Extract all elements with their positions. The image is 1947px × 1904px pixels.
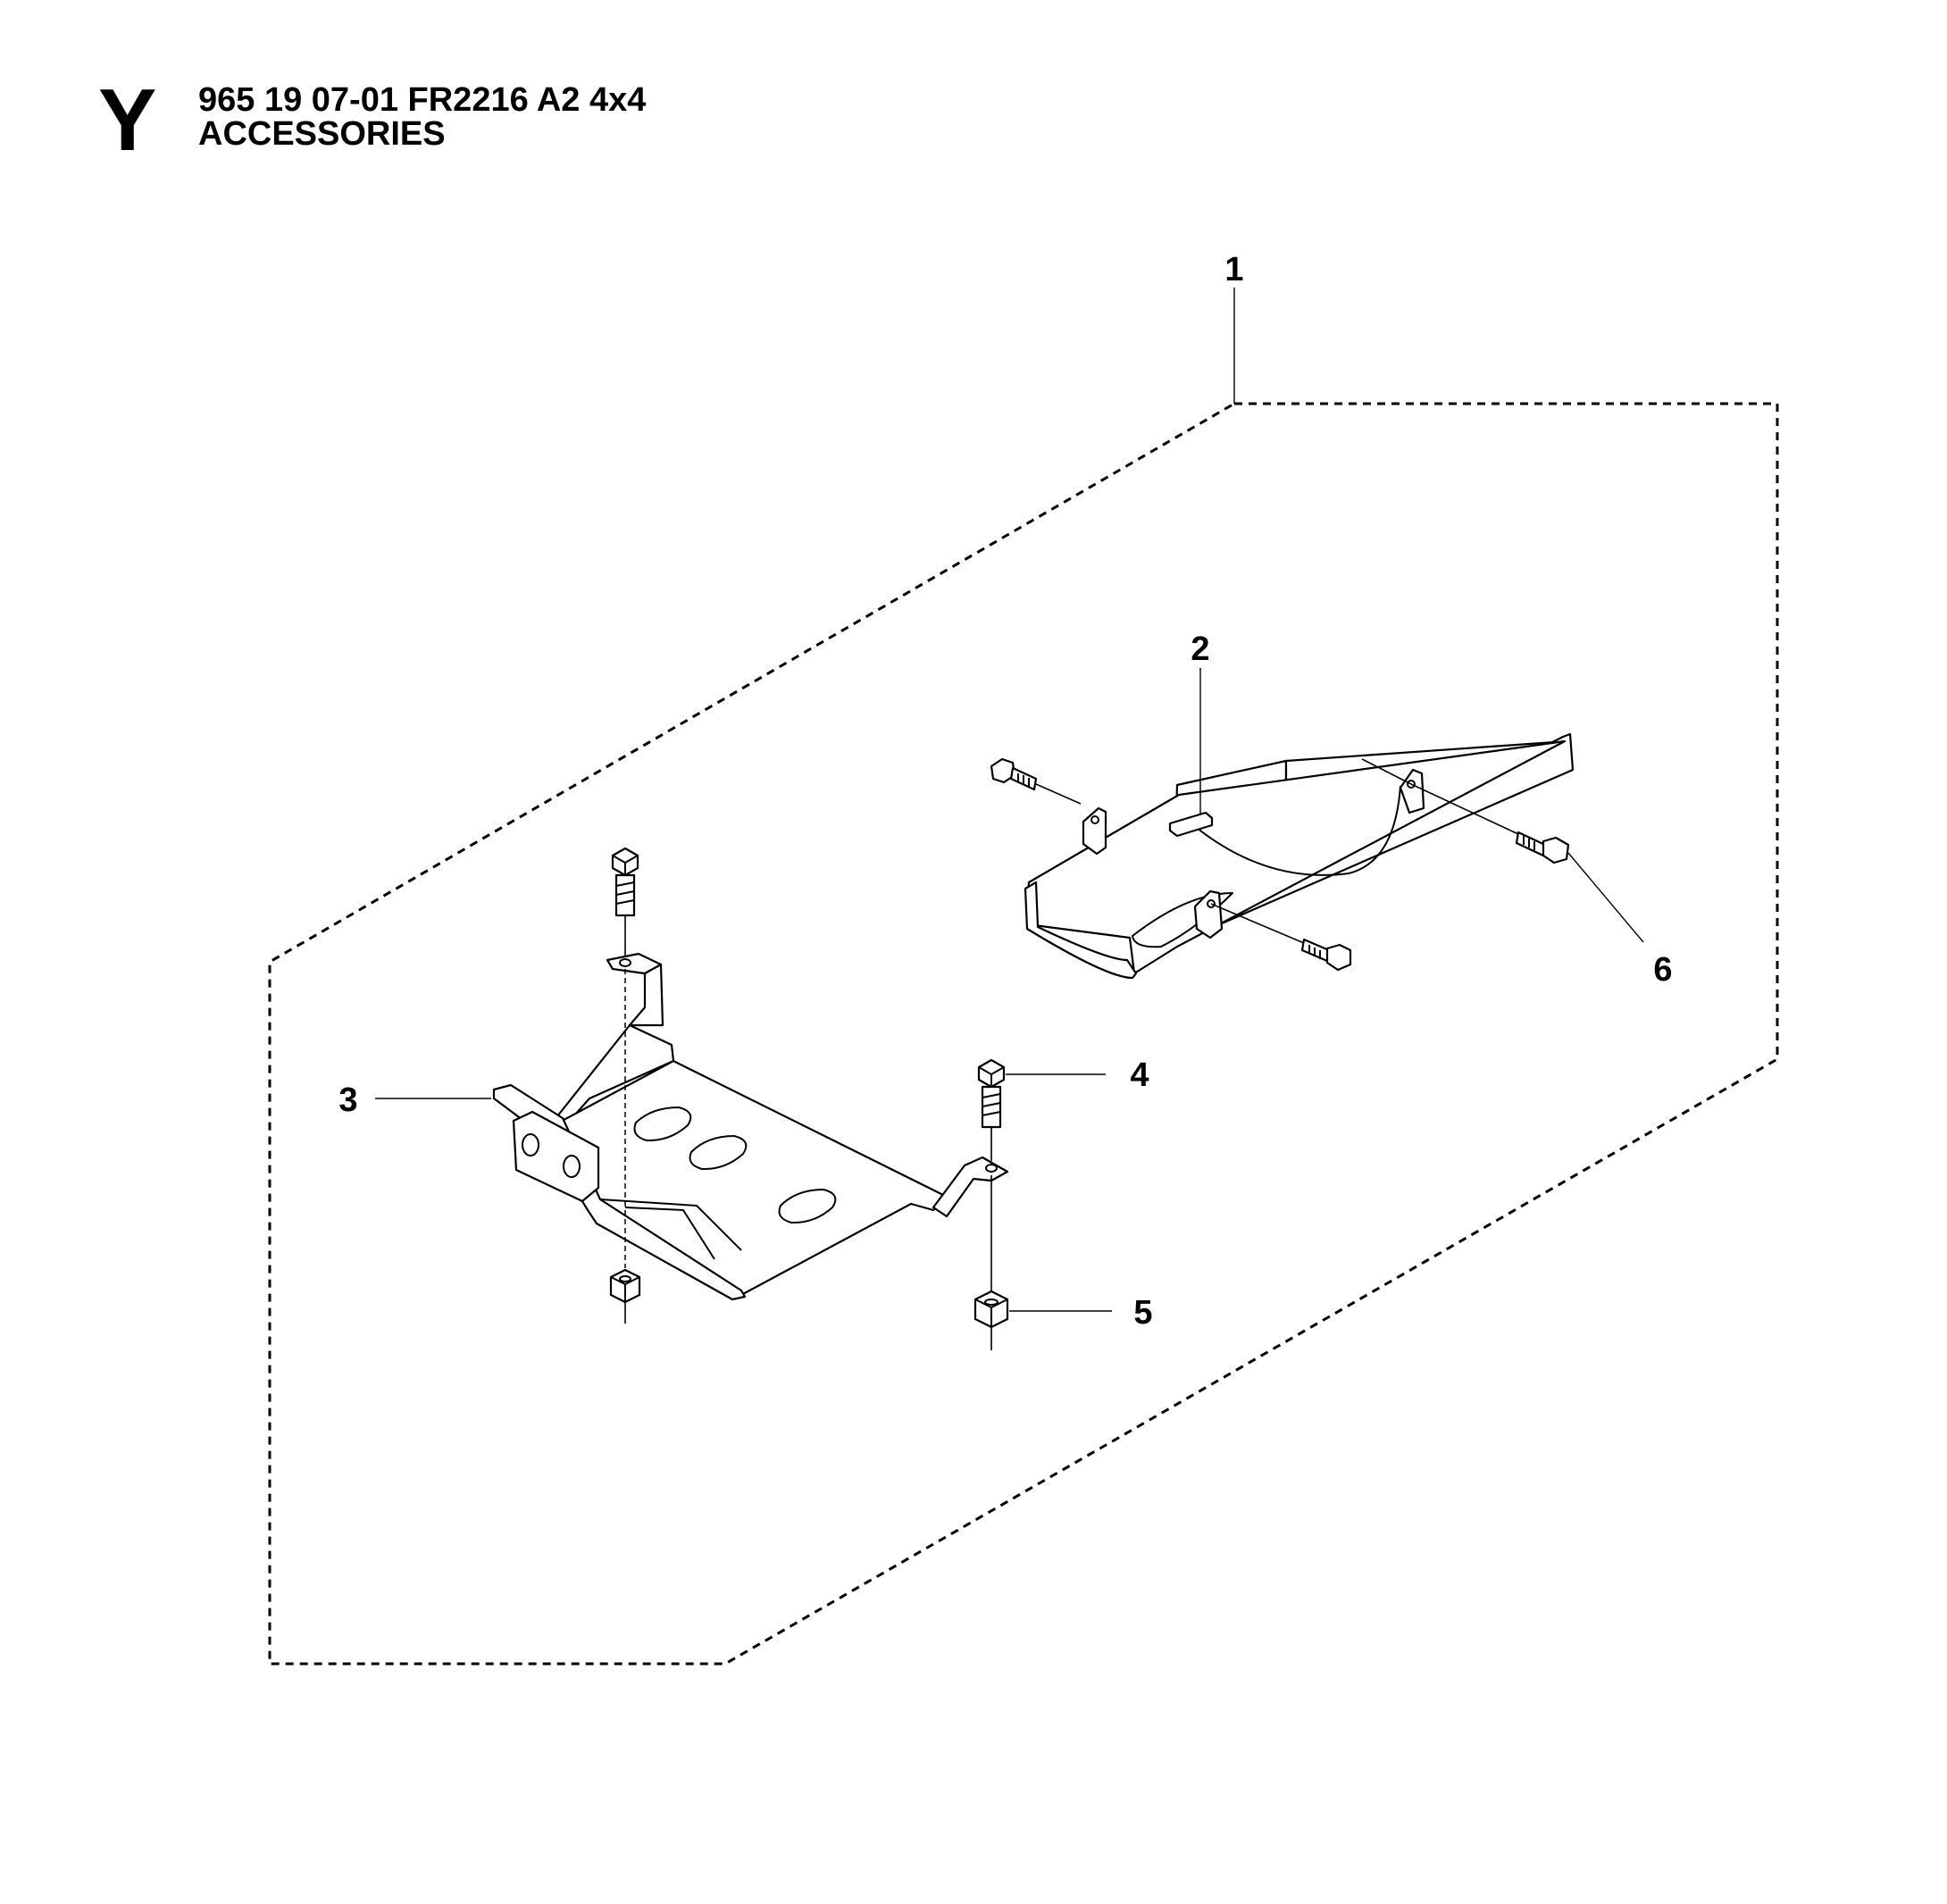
- rear-bracket-bolt-right: [1361, 758, 1570, 864]
- callout-3: 3: [338, 1081, 491, 1119]
- front-bracket-bolt-left: [611, 847, 639, 1268]
- rear-bracket-bolt-front: [1210, 903, 1352, 972]
- callout-6-label: 6: [1653, 951, 1672, 989]
- callout-1-label: 1: [1224, 251, 1243, 288]
- part-number: 965 19 07-01 FR2216 A2 4x4: [198, 81, 647, 119]
- section-title: ACCESSORIES: [198, 115, 446, 153]
- rear-bracket: [1024, 732, 1575, 980]
- kit-boundary: [268, 402, 1779, 1666]
- front-bracket-nut-left: [609, 1268, 641, 1324]
- callout-6: 6: [1567, 852, 1673, 989]
- page-header: Y 965 19 07-01 FR2216 A2 4x4 ACCESSORIES: [98, 71, 902, 169]
- callout-2: 2: [1191, 630, 1210, 814]
- front-bracket: [492, 952, 1009, 1301]
- callout-4-label: 4: [1130, 1056, 1149, 1094]
- front-bracket-bolt-right: [977, 1058, 1006, 1290]
- front-bracket-nut-right: [974, 1290, 1009, 1350]
- callout-2-label: 2: [1191, 630, 1209, 668]
- section-letter: Y: [98, 71, 157, 169]
- callout-3-label: 3: [338, 1081, 357, 1119]
- callout-1: 1: [1224, 251, 1244, 404]
- rear-bracket-bolt-left: [990, 757, 1082, 805]
- callout-5-label: 5: [1133, 1294, 1152, 1332]
- callout-4: 4: [1006, 1056, 1149, 1094]
- callout-5: 5: [1009, 1294, 1153, 1332]
